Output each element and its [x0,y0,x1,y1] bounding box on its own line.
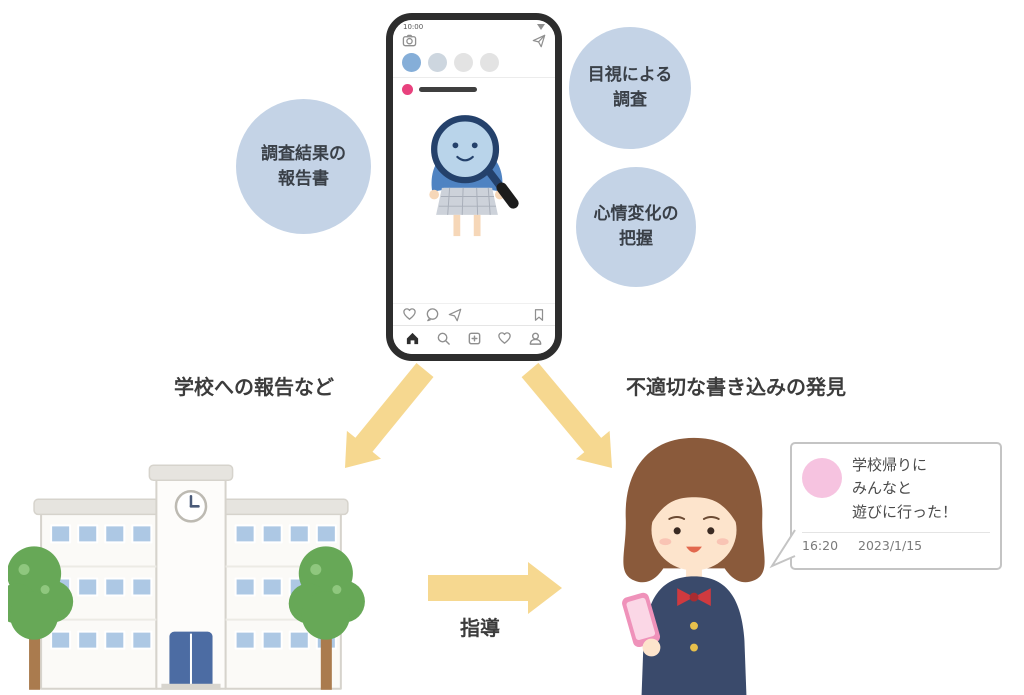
concept-circle-visual-survey: 目視による 調査 [569,27,691,149]
add-post-icon [467,331,482,346]
arrow-guidance [428,562,562,614]
pink-phone [622,592,661,648]
chat-message-line3: 遊びに行った！ [852,502,958,521]
chat-post-bubble: 学校帰りに みんなと 遊びに行った！ 16:20 2023/1/15 [769,442,1002,570]
stories-row [393,50,555,78]
profile-icon [528,331,543,346]
story-avatar [428,53,447,72]
story-avatar [480,53,499,72]
smartphone-illustration: 10:00 [386,13,562,361]
phone-appbar [393,31,555,50]
comment-icon [425,307,440,322]
concept-visual-line2: 調査 [613,90,647,110]
concept-report-line2: 報告書 [278,168,329,189]
school-illustration [0,461,394,695]
share-icon [448,308,462,322]
tree-left [0,546,74,690]
speech-tail [769,529,796,569]
label-report-to-school: 学校への報告など [174,375,334,399]
post-avatar [402,84,413,95]
girl-with-phone-illustration [599,428,789,695]
concept-visual-line1: 目視による [587,65,673,86]
post-username-bar [419,87,477,92]
chat-message: 学校帰りに みんなと 遊びに行った！ [852,454,957,524]
heart-icon [402,307,417,322]
phone-navbar [393,325,555,354]
camera-icon [402,33,417,48]
chat-message-line1: 学校帰りに [852,456,928,474]
label-guidance: 指導 [460,616,500,640]
smartphone-panel: 10:00 [379,0,569,362]
paper-plane-icon [532,34,546,48]
post-actions [393,303,555,325]
signal-icons [537,24,545,30]
label-discovery: 不適切な書き込みの発見 [626,375,846,399]
search-icon [436,331,451,346]
story-avatar [454,53,473,72]
concept-emotion-line2: 把握 [619,229,653,249]
chat-time: 16:20 [802,537,839,553]
post-image [393,99,555,303]
girl-magnifier-illustration [429,115,519,237]
chat-date: 2023/1/15 [858,537,923,553]
phone-statusbar: 10:00 [393,20,555,31]
story-avatar [402,53,421,72]
chat-meta: 16:20 2023/1/15 [802,531,990,553]
likes-icon [497,331,512,346]
concept-circle-report: 調査結果の 報告書 [236,99,371,234]
tree-right [288,546,365,690]
post-header [393,78,555,99]
phone-screen: 10:00 [393,20,555,354]
concept-report-line1: 調査結果の [261,143,346,164]
concept-circle-emotion: 心情変化の 把握 [576,167,696,287]
bookmark-icon [532,308,546,322]
chat-message-line2: みんなと [852,479,913,498]
concept-emotion-line1: 心情変化の [593,204,679,225]
home-icon [405,331,420,346]
phone-clock: 10:00 [403,23,424,31]
signal-icon [537,24,545,30]
chat-avatar [802,458,842,498]
